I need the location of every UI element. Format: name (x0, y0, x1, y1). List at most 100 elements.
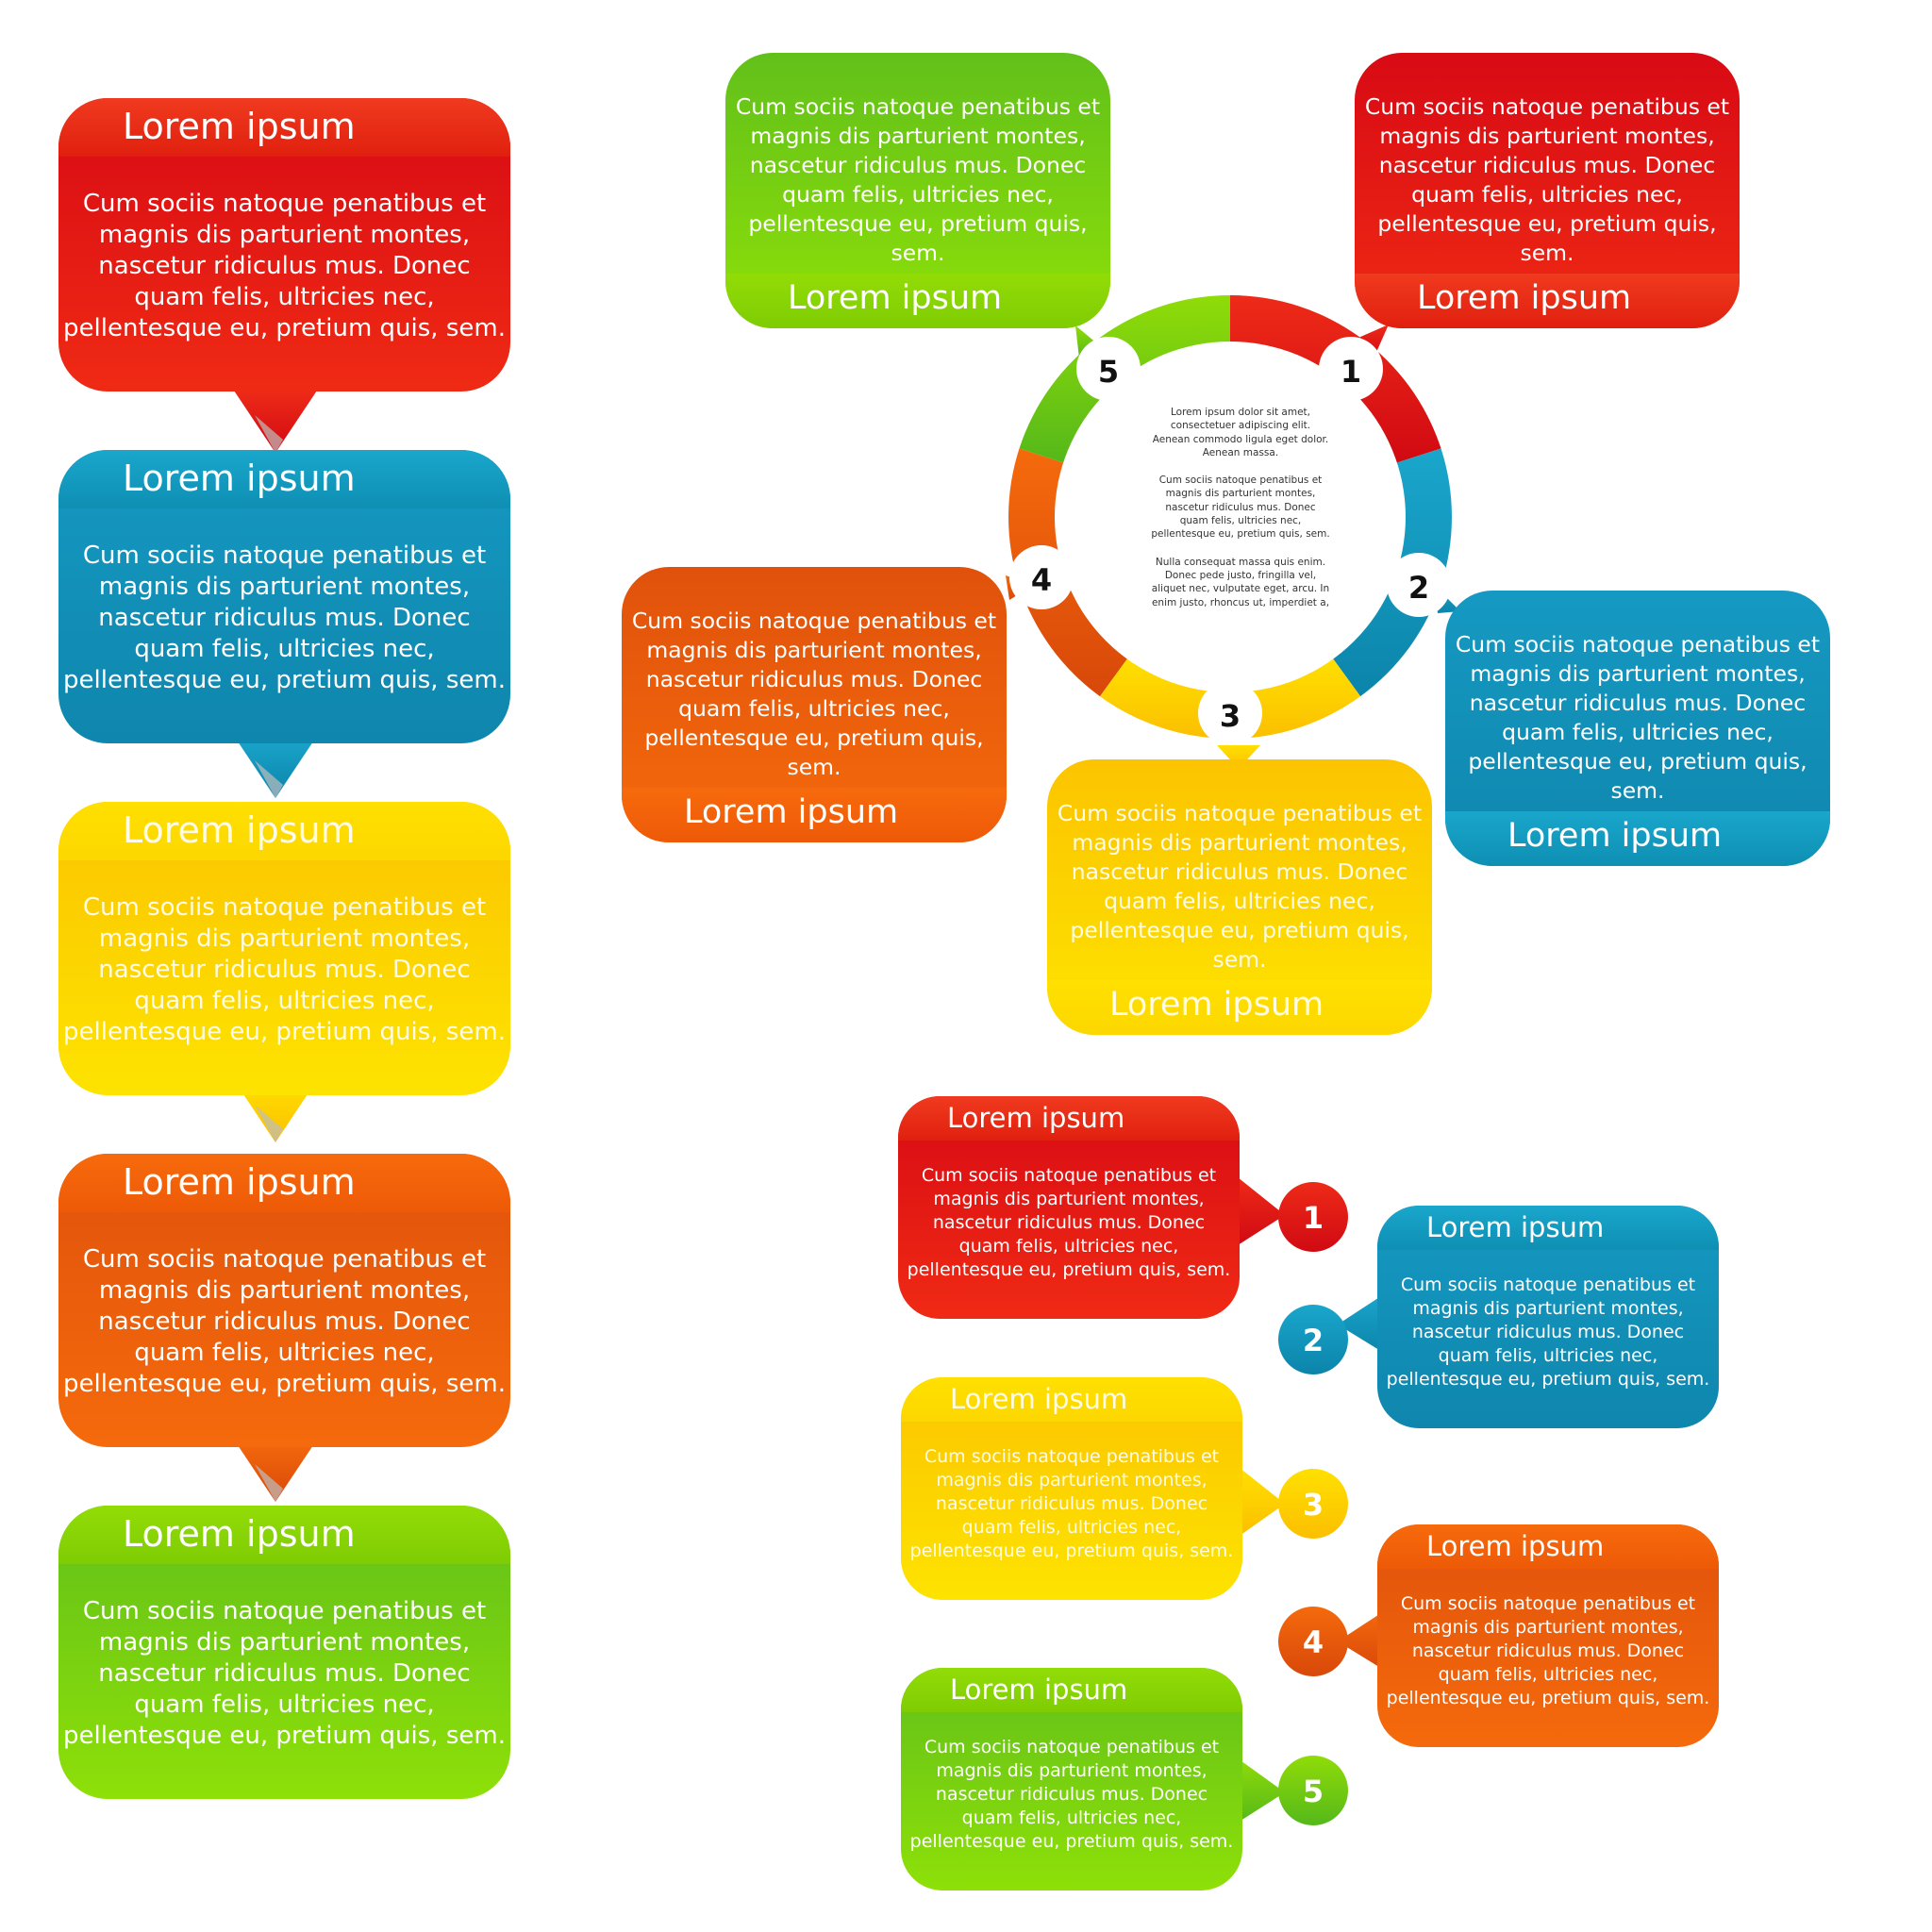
circle-callout-title: Lorem ipsum (1417, 279, 1632, 317)
ring-segment-blue (1332, 448, 1452, 697)
arrow-yellow-shadow (255, 1105, 283, 1142)
list-arrow-4 (1338, 1609, 1387, 1672)
ring-center-text: Lorem ipsum dolor sit amet,consectetuer … (1123, 406, 1358, 624)
arrow-blue-shadow (255, 760, 283, 798)
arrow-red-down (234, 391, 317, 453)
list-badge-5 (1278, 1756, 1348, 1825)
column-step-title: Lorem ipsum (123, 1161, 356, 1203)
list-step-title: Lorem ipsum (1426, 1530, 1605, 1562)
arrow-blue-down (234, 736, 317, 798)
column-step-header: Lorem ipsum (58, 802, 510, 860)
arrow-orange-down (234, 1440, 317, 1502)
column-step-title: Lorem ipsum (123, 1513, 356, 1555)
list-badge-4 (1278, 1607, 1348, 1676)
list-arrow-1 (1238, 1177, 1285, 1245)
ring-badge-4 (1009, 545, 1074, 609)
list-step-3: Lorem ipsum Cum sociis natoque penatibus… (901, 1377, 1242, 1600)
list-step-1: Lorem ipsum Cum sociis natoque penatibus… (898, 1096, 1240, 1319)
ring-number-5: 5 (1098, 354, 1119, 390)
ring-segment-red (1230, 295, 1441, 463)
ring-segment-orange (1008, 448, 1128, 697)
circle-callout-footer (1355, 274, 1740, 328)
column-step-title: Lorem ipsum (123, 809, 356, 851)
circle-callout-title: Lorem ipsum (1507, 817, 1723, 855)
column-step-header: Lorem ipsum (58, 98, 510, 157)
list-step-header: Lorem ipsum (1377, 1524, 1719, 1569)
list-connectors: 1 2 3 4 5 (1238, 1177, 1387, 1825)
column-step-title: Lorem ipsum (123, 106, 356, 147)
ring-segment-green (1019, 295, 1230, 463)
column-step-header: Lorem ipsum (58, 1154, 510, 1212)
list-step-header: Lorem ipsum (901, 1377, 1242, 1422)
arrow-orange-shadow (255, 1464, 283, 1502)
list-badge-1 (1278, 1182, 1348, 1252)
list-step-title: Lorem ipsum (1426, 1211, 1605, 1243)
ring-number-1: 1 (1341, 354, 1361, 390)
center-paragraph-1: Lorem ipsum dolor sit amet,consectetuer … (1152, 407, 1329, 458)
column-step-title: Lorem ipsum (123, 458, 356, 499)
list-badge-3 (1278, 1469, 1348, 1539)
ring-badge-1 (1319, 337, 1383, 401)
ring-badge-5 (1076, 337, 1141, 401)
column-arrows (234, 391, 317, 1502)
column-step-green: Lorem ipsum Cum sociis natoque penatibus… (58, 1506, 510, 1799)
arrow-yellow-down (234, 1080, 317, 1142)
circle-callout-footer (1047, 980, 1432, 1035)
ring-number-3: 3 (1220, 698, 1241, 734)
step-ring (1008, 295, 1452, 739)
list-arrow-2 (1338, 1292, 1387, 1355)
column-step-header: Lorem ipsum (58, 450, 510, 508)
ring-number-2: 2 (1408, 570, 1429, 606)
arrow-red-shadow (255, 415, 283, 453)
list-number-5: 5 (1303, 1774, 1324, 1809)
circle-callout-title: Lorem ipsum (684, 793, 899, 831)
list-number-2: 2 (1303, 1323, 1324, 1358)
list-arrow-3 (1240, 1468, 1285, 1536)
list-step-title: Lorem ipsum (950, 1674, 1128, 1706)
list-step-header: Lorem ipsum (1377, 1206, 1719, 1250)
list-step-4: Lorem ipsum Cum sociis natoque penatibus… (1377, 1524, 1719, 1747)
list-arrow-5 (1238, 1758, 1285, 1823)
column-step-blue: Lorem ipsum Cum sociis natoque penatibus… (58, 450, 510, 743)
list-number-3: 3 (1303, 1487, 1324, 1523)
list-number-1: 1 (1303, 1200, 1324, 1236)
list-step-2: Lorem ipsum Cum sociis natoque penatibus… (1377, 1206, 1719, 1428)
center-paragraph-3: Nulla consequat massa quis enim.Donec pe… (1151, 556, 1330, 608)
ring-number-4: 4 (1031, 562, 1052, 598)
ring-badges: 1 2 3 4 5 (1009, 337, 1451, 745)
pointer-1 (1358, 325, 1389, 358)
list-step-header: Lorem ipsum (898, 1096, 1240, 1141)
pointer-3 (1217, 745, 1260, 769)
list-badge-2 (1278, 1305, 1348, 1374)
circle-callout-footer (725, 274, 1110, 328)
circle-callout-footer (622, 788, 1007, 842)
ring-badge-3 (1198, 681, 1262, 745)
column-step-yellow: Lorem ipsum Cum sociis natoque penatibus… (58, 802, 510, 1095)
column-step-header: Lorem ipsum (58, 1506, 510, 1564)
list-step-title: Lorem ipsum (947, 1102, 1125, 1134)
list-step-title: Lorem ipsum (950, 1383, 1128, 1415)
list-number-4: 4 (1303, 1624, 1324, 1660)
circle-callout-title: Lorem ipsum (1109, 986, 1324, 1024)
